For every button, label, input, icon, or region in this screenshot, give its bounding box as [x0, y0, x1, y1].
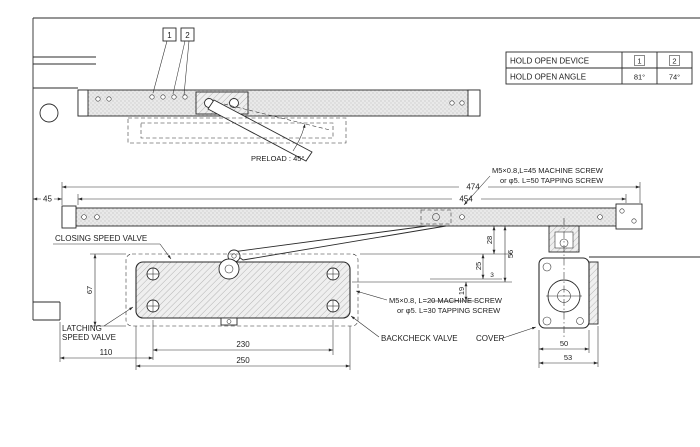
dim-45-label: 45: [43, 195, 52, 204]
preload-label: PRELOAD : 45°: [251, 154, 304, 163]
main-arm-top-view: [207, 99, 313, 162]
frame-plan-lines: [32, 17, 700, 321]
dim-rail-length: 454: [77, 193, 627, 205]
top-installation-view: PRELOAD : 45°: [77, 89, 481, 163]
latching-speed-valve-label-line1: LATCHING: [62, 324, 102, 333]
angle-1-value: 81°: [634, 73, 645, 82]
body-screw-note-line1: M5×0.8, L=20 MACHINE SCREW: [389, 296, 503, 305]
pinion-detail: [220, 317, 238, 326]
dim-body-height: 67: [85, 253, 126, 327]
cover-label: COVER: [476, 334, 505, 343]
hold-open-callouts: 1 2: [152, 27, 195, 96]
dim-end-offset: 45: [33, 193, 62, 204]
dim-53-label: 53: [564, 353, 572, 362]
dim-chain-right: 28 56 25 3 19: [352, 226, 515, 302]
slide-rail-top-view: [77, 89, 481, 117]
dim-474-label: 474: [466, 183, 480, 192]
latching-speed-valve-label-line2: SPEED VALVE: [62, 333, 116, 342]
closing-speed-valve-label: CLOSING SPEED VALVE: [55, 234, 147, 243]
rail-screw-note-line1: M5×0.8,L=45 MACHINE SCREW: [492, 166, 604, 175]
dim-250-label: 250: [236, 356, 250, 365]
front-view: [61, 203, 643, 327]
callout-2-label: 2: [185, 31, 190, 40]
rail-screw-note-line2: or φ5. L=50 TAPPING SCREW: [500, 176, 604, 185]
angle-2-value: 74°: [669, 73, 680, 82]
preload-angle-arc: [292, 123, 306, 152]
hold-open-table: HOLD OPEN DEVICE HOLD OPEN ANGLE 1 2 81°…: [505, 51, 693, 85]
backcheck-valve-label: BACKCHECK VALVE: [381, 334, 458, 343]
dim-3-label: 3: [490, 272, 494, 279]
dim-110-label: 110: [100, 348, 113, 357]
device-1-box: [634, 55, 645, 66]
main-arm-front: [230, 225, 447, 261]
side-view: 50 53: [538, 218, 700, 368]
dim-19-label: 19: [457, 287, 466, 295]
callout-1-label: 1: [167, 31, 172, 40]
slide-rail-front: [61, 207, 641, 227]
dim-454-label: 454: [459, 195, 473, 204]
dim-28-label: 28: [485, 236, 494, 244]
valve-labels: CLOSING SPEED VALVE LATCHING SPEED VALVE…: [53, 234, 537, 343]
closer-body-front: [135, 261, 351, 319]
closer-body-hidden-outline: [127, 117, 347, 144]
dim-230-label: 230: [236, 340, 250, 349]
dim-67-label: 67: [85, 286, 94, 294]
device-1-value: 1: [637, 57, 641, 66]
dim-50-label: 50: [560, 339, 568, 348]
dim-overall-length: 474: [61, 181, 641, 205]
dim-25-label: 25: [474, 262, 483, 270]
callout-box-1: [162, 27, 177, 42]
hold-open-angle-label: HOLD OPEN ANGLE: [510, 73, 586, 82]
rail-end-bracket: [615, 203, 643, 230]
device-2-box: [669, 55, 680, 66]
body-screw-note-line2: or φ5. L=30 TAPPING SCREW: [397, 306, 501, 315]
hold-open-device-label: HOLD OPEN DEVICE: [510, 57, 589, 66]
callout-box-2: [180, 27, 195, 42]
device-2-value: 2: [672, 57, 676, 66]
slider-hidden-front: [420, 209, 452, 225]
screw-notes: M5×0.8,L=45 MACHINE SCREW or φ5. L=50 TA…: [355, 166, 604, 315]
dim-56-label: 56: [506, 250, 515, 258]
hinge-detail-circle: [39, 103, 59, 123]
dims-bottom: 110 230 250: [59, 320, 351, 370]
